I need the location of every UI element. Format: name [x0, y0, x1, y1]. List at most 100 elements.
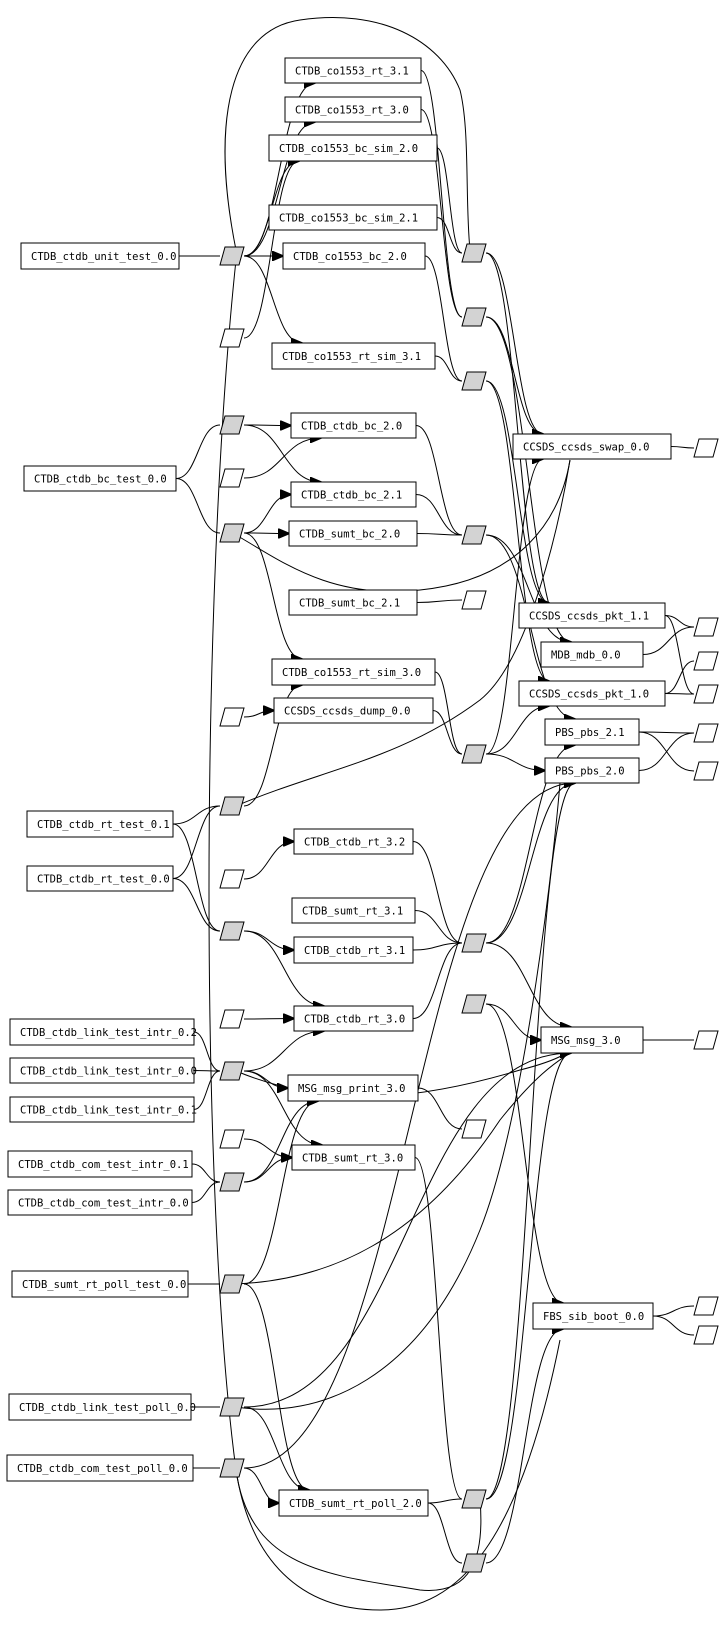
edge-loop [224, 16, 471, 251]
node-label: CTDB_ctdb_rt_3.2 [304, 837, 405, 849]
graph-node[interactable]: CCSDS_ccsds_dump_0.0 [273, 697, 434, 724]
graph-node[interactable]: CTDB_ctdb_com_test_poll_0.0 [6, 1454, 194, 1482]
connector-filled[interactable] [219, 1397, 245, 1417]
connector-filled[interactable] [461, 307, 487, 327]
node-box [7, 1189, 193, 1216]
connector-empty[interactable] [461, 590, 487, 610]
connector-empty[interactable] [693, 1030, 719, 1050]
connector-filled[interactable] [219, 1274, 245, 1294]
connector-filled[interactable] [461, 933, 487, 953]
connector-filled[interactable] [461, 371, 487, 391]
connector-empty[interactable] [693, 617, 719, 637]
graph-node[interactable]: CTDB_sumt_rt_poll_test_0.0 [11, 1270, 189, 1298]
connector-filled[interactable] [219, 523, 245, 543]
edge [485, 459, 543, 755]
graph-node[interactable]: CTDB_co1553_rt_sim_3.0 [271, 658, 436, 686]
graph-node[interactable]: CTDB_sumt_rt_3.0 [291, 1144, 416, 1171]
graph-node[interactable]: CCSDS_ccsds_swap_0.0 [512, 433, 672, 460]
graph-node[interactable]: MDB_mdb_0.0 [540, 641, 644, 668]
connector-empty[interactable] [693, 651, 719, 671]
edge [485, 252, 543, 434]
node-box [540, 641, 644, 668]
connector-empty[interactable] [461, 1119, 487, 1139]
graph-node[interactable]: CTDB_co1553_bc_sim_2.0 [268, 134, 438, 162]
connector-empty[interactable] [693, 1325, 719, 1345]
graph-node[interactable]: CTDB_ctdb_com_test_intr_0.0 [7, 1189, 193, 1216]
graph-node[interactable]: CTDB_ctdb_link_test_intr_0.0 [9, 1057, 197, 1084]
graph-node[interactable]: CTDB_ctdb_link_test_poll_0.0 [8, 1393, 196, 1421]
connector-filled[interactable] [219, 1458, 245, 1478]
graph-node[interactable]: CTDB_ctdb_link_test_intr_0.2 [9, 1018, 197, 1046]
edge [652, 1315, 695, 1336]
connector-filled[interactable] [461, 525, 487, 545]
graph-node[interactable]: MSG_msg_3.0 [540, 1026, 644, 1054]
connector-empty[interactable] [219, 707, 245, 727]
node-box [544, 757, 640, 784]
connector-empty[interactable] [219, 869, 245, 889]
connector-filled[interactable] [219, 1172, 245, 1192]
connector-empty[interactable] [693, 723, 719, 743]
connector-empty[interactable] [219, 1009, 245, 1029]
graph-node[interactable]: CTDB_ctdb_rt_3.2 [293, 828, 414, 855]
edge [420, 70, 463, 318]
edge [420, 109, 463, 318]
connector-filled[interactable] [219, 921, 245, 941]
connector-filled[interactable] [219, 415, 245, 435]
graph-node[interactable]: CCSDS_ccsds_pkt_1.0 [518, 680, 666, 707]
connector-empty[interactable] [693, 684, 719, 704]
connector-empty[interactable] [693, 1296, 719, 1316]
edge [175, 478, 221, 534]
graph-node[interactable]: FBS_sib_boot_0.0 [532, 1302, 654, 1330]
edge [172, 823, 221, 932]
connector-empty[interactable] [219, 1129, 245, 1149]
edge [243, 438, 321, 479]
edge [172, 878, 221, 932]
connector-filled[interactable] [219, 1061, 245, 1081]
graph-node[interactable]: CTDB_ctdb_bc_2.0 [290, 412, 417, 439]
connector-filled[interactable] [219, 246, 245, 266]
graph-node[interactable]: CTDB_co1553_rt_sim_3.1 [271, 342, 436, 370]
edge [243, 783, 575, 1469]
graph-node[interactable]: CTDB_sumt_rt_poll_2.0 [278, 1489, 429, 1517]
connector-filled[interactable] [461, 243, 487, 263]
graph-node[interactable]: CTDB_co1553_rt_3.0 [284, 96, 422, 123]
graph-node[interactable]: CTDB_sumt_bc_2.0 [288, 520, 418, 547]
connector-empty[interactable] [693, 761, 719, 781]
connector-empty[interactable] [219, 468, 245, 488]
edge [652, 1305, 695, 1317]
graph-node[interactable]: CTDB_ctdb_bc_test_0.0 [23, 465, 177, 492]
graph-node[interactable]: CTDB_ctdb_link_test_intr_0.1 [9, 1096, 197, 1123]
connector-filled[interactable] [461, 744, 487, 764]
node-label: CTDB_ctdb_unit_test_0.0 [31, 251, 176, 263]
graph-node[interactable]: CTDB_co1553_bc_2.0 [282, 242, 426, 270]
graph-node[interactable]: PBS_pbs_2.1 [544, 718, 640, 746]
graph-node[interactable]: CCSDS_ccsds_pkt_1.1 [518, 602, 666, 629]
edge [427, 1502, 463, 1564]
connector-empty[interactable] [693, 438, 719, 458]
graph-node[interactable]: PBS_pbs_2.0 [544, 757, 640, 784]
graph-node[interactable]: CTDB_co1553_rt_3.1 [284, 57, 422, 84]
edge [412, 942, 463, 1019]
graph-node[interactable]: CTDB_ctdb_unit_test_0.0 [20, 242, 180, 270]
graph-node[interactable]: CTDB_ctdb_rt_3.0 [293, 1005, 414, 1032]
graph-node[interactable]: CTDB_co1553_bc_sim_2.1 [268, 204, 438, 231]
connector-filled[interactable] [219, 796, 245, 816]
connector-filled[interactable] [461, 994, 487, 1014]
graph-node[interactable]: MSG_msg_print_3.0 [287, 1074, 419, 1102]
node-box [287, 1074, 419, 1102]
edge [193, 1070, 221, 1072]
graph-node[interactable]: CTDB_sumt_bc_2.1 [288, 589, 418, 616]
node-label: MSG_msg_print_3.0 [298, 1083, 405, 1095]
graph-node[interactable]: CTDB_ctdb_rt_test_0.0 [26, 865, 174, 892]
graph-node[interactable]: CTDB_sumt_rt_3.1 [291, 897, 416, 924]
graph-node[interactable]: CTDB_ctdb_bc_2.1 [290, 481, 417, 508]
node-label: CTDB_ctdb_bc_test_0.0 [34, 474, 167, 486]
graph-node[interactable]: CTDB_ctdb_rt_test_0.1 [26, 810, 174, 838]
node-label: CTDB_co1553_bc_2.0 [293, 251, 407, 263]
graph-node[interactable]: CTDB_ctdb_rt_3.1 [293, 936, 414, 964]
graph-node[interactable]: CTDB_ctdb_com_test_intr_0.1 [7, 1150, 193, 1178]
connector-filled[interactable] [461, 1489, 487, 1509]
connector-empty[interactable] [219, 328, 245, 348]
node-box [268, 134, 438, 162]
connector-filled[interactable] [461, 1553, 487, 1573]
